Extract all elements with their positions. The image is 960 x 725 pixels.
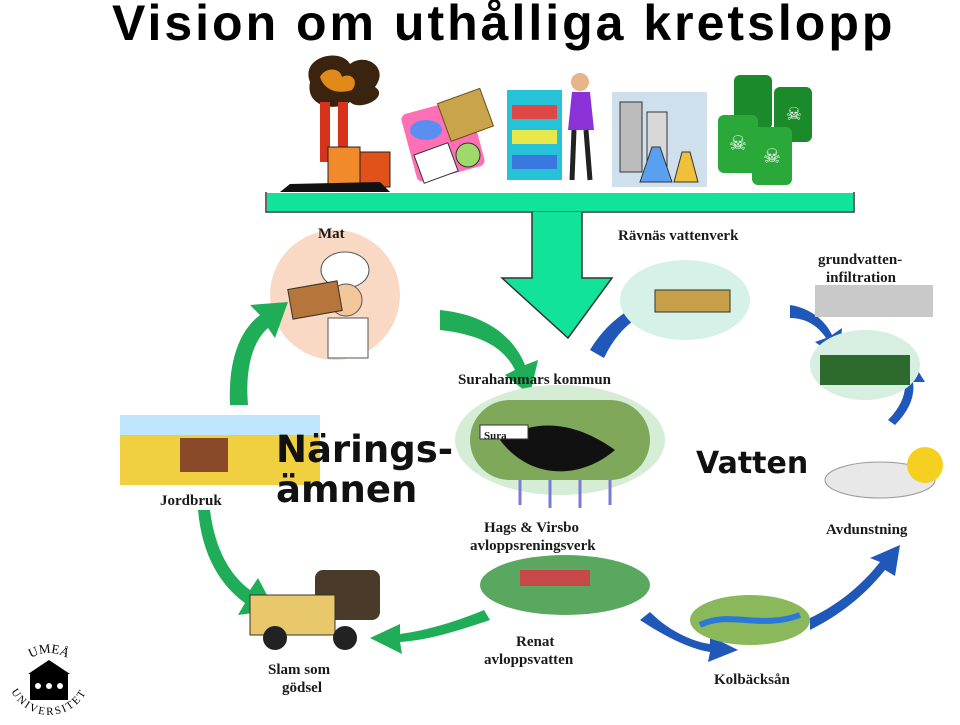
page-title: Vision om uthålliga kretslopp bbox=[112, 0, 896, 51]
label-renat: Renat bbox=[516, 634, 555, 650]
label-surahammars-kommun: Surahammars kommun bbox=[458, 372, 611, 388]
label-vatten: Vatten bbox=[696, 446, 809, 481]
laboratory-icon bbox=[612, 92, 707, 187]
shopping-woman-icon bbox=[507, 73, 594, 181]
town-sign: Sura bbox=[484, 430, 507, 442]
label-kolbacksan: Kolbäcksån bbox=[714, 672, 790, 688]
factory-icon bbox=[280, 55, 391, 192]
svg-text:☠: ☠ bbox=[763, 144, 781, 168]
label-ravnas-vattenverk: Rävnäs vattenverk bbox=[618, 228, 739, 244]
label-godsel: gödsel bbox=[282, 680, 323, 696]
label-naringsamnen-line2: ämnen bbox=[276, 468, 418, 511]
label-grundvatten: grundvatten- bbox=[818, 252, 903, 268]
label-mat: Mat bbox=[318, 226, 345, 242]
label-infiltration: infiltration bbox=[826, 270, 896, 286]
svg-text:☠: ☠ bbox=[729, 131, 747, 155]
funnel-arrow bbox=[265, 192, 855, 340]
medicine-icon bbox=[401, 87, 495, 184]
label-slam-som: Slam som bbox=[268, 662, 331, 678]
nutrient-cycle-diagram bbox=[120, 230, 943, 662]
label-avdunstning: Avdunstning bbox=[826, 522, 908, 538]
toxic-barrels-icon: ☠ ☠ ☠ bbox=[718, 75, 812, 185]
label-avloppsvatten: avloppsvatten bbox=[484, 652, 574, 668]
label-hags-virsbo: Hags & Virsbo bbox=[484, 520, 580, 536]
label-jordbruk: Jordbruk bbox=[160, 493, 222, 509]
umea-university-logo: UMEÅ UNIVERSITET bbox=[8, 641, 87, 718]
logo-text-top: UMEÅ bbox=[26, 641, 73, 661]
label-naringsamnen-line1: Närings- bbox=[276, 428, 454, 471]
label-avloppsreningsverk: avloppsreningsverk bbox=[470, 538, 596, 554]
svg-text:☠: ☠ bbox=[786, 104, 802, 125]
